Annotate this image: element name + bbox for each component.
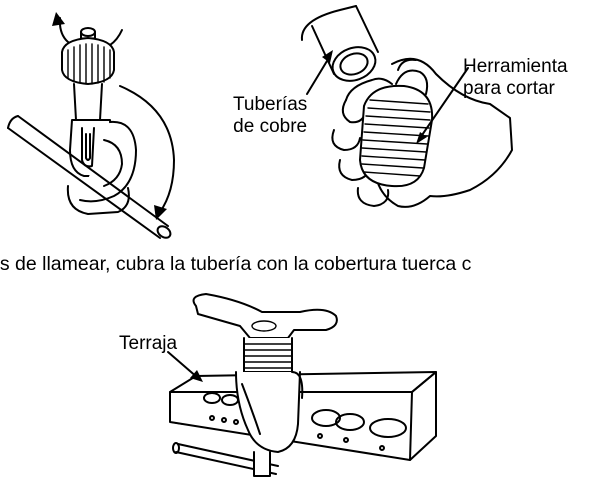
instruction-caption: es de llamear, cubra la tubería con la c… xyxy=(0,252,589,276)
reamer-hand-illustration xyxy=(300,5,513,208)
copper-pipes-label: Tuberías de cobre xyxy=(233,94,307,138)
cutting-tool-label: Herramienta para cortar xyxy=(463,56,568,100)
pipe-cutter-illustration xyxy=(7,12,175,239)
flaring-tool-illustration xyxy=(167,293,437,477)
flaring-tool-label: Terraja xyxy=(119,333,178,354)
instruction-caption-text: es de llamear, cubra la tubería con la c… xyxy=(0,253,472,275)
cutting-tool-label-line2: para cortar xyxy=(463,78,555,99)
copper-pipes-label-line2: de cobre xyxy=(233,116,308,137)
copper-pipes-label-line1: Tuberías xyxy=(233,94,308,115)
cutting-tool-label-line1: Herramienta xyxy=(463,56,568,77)
